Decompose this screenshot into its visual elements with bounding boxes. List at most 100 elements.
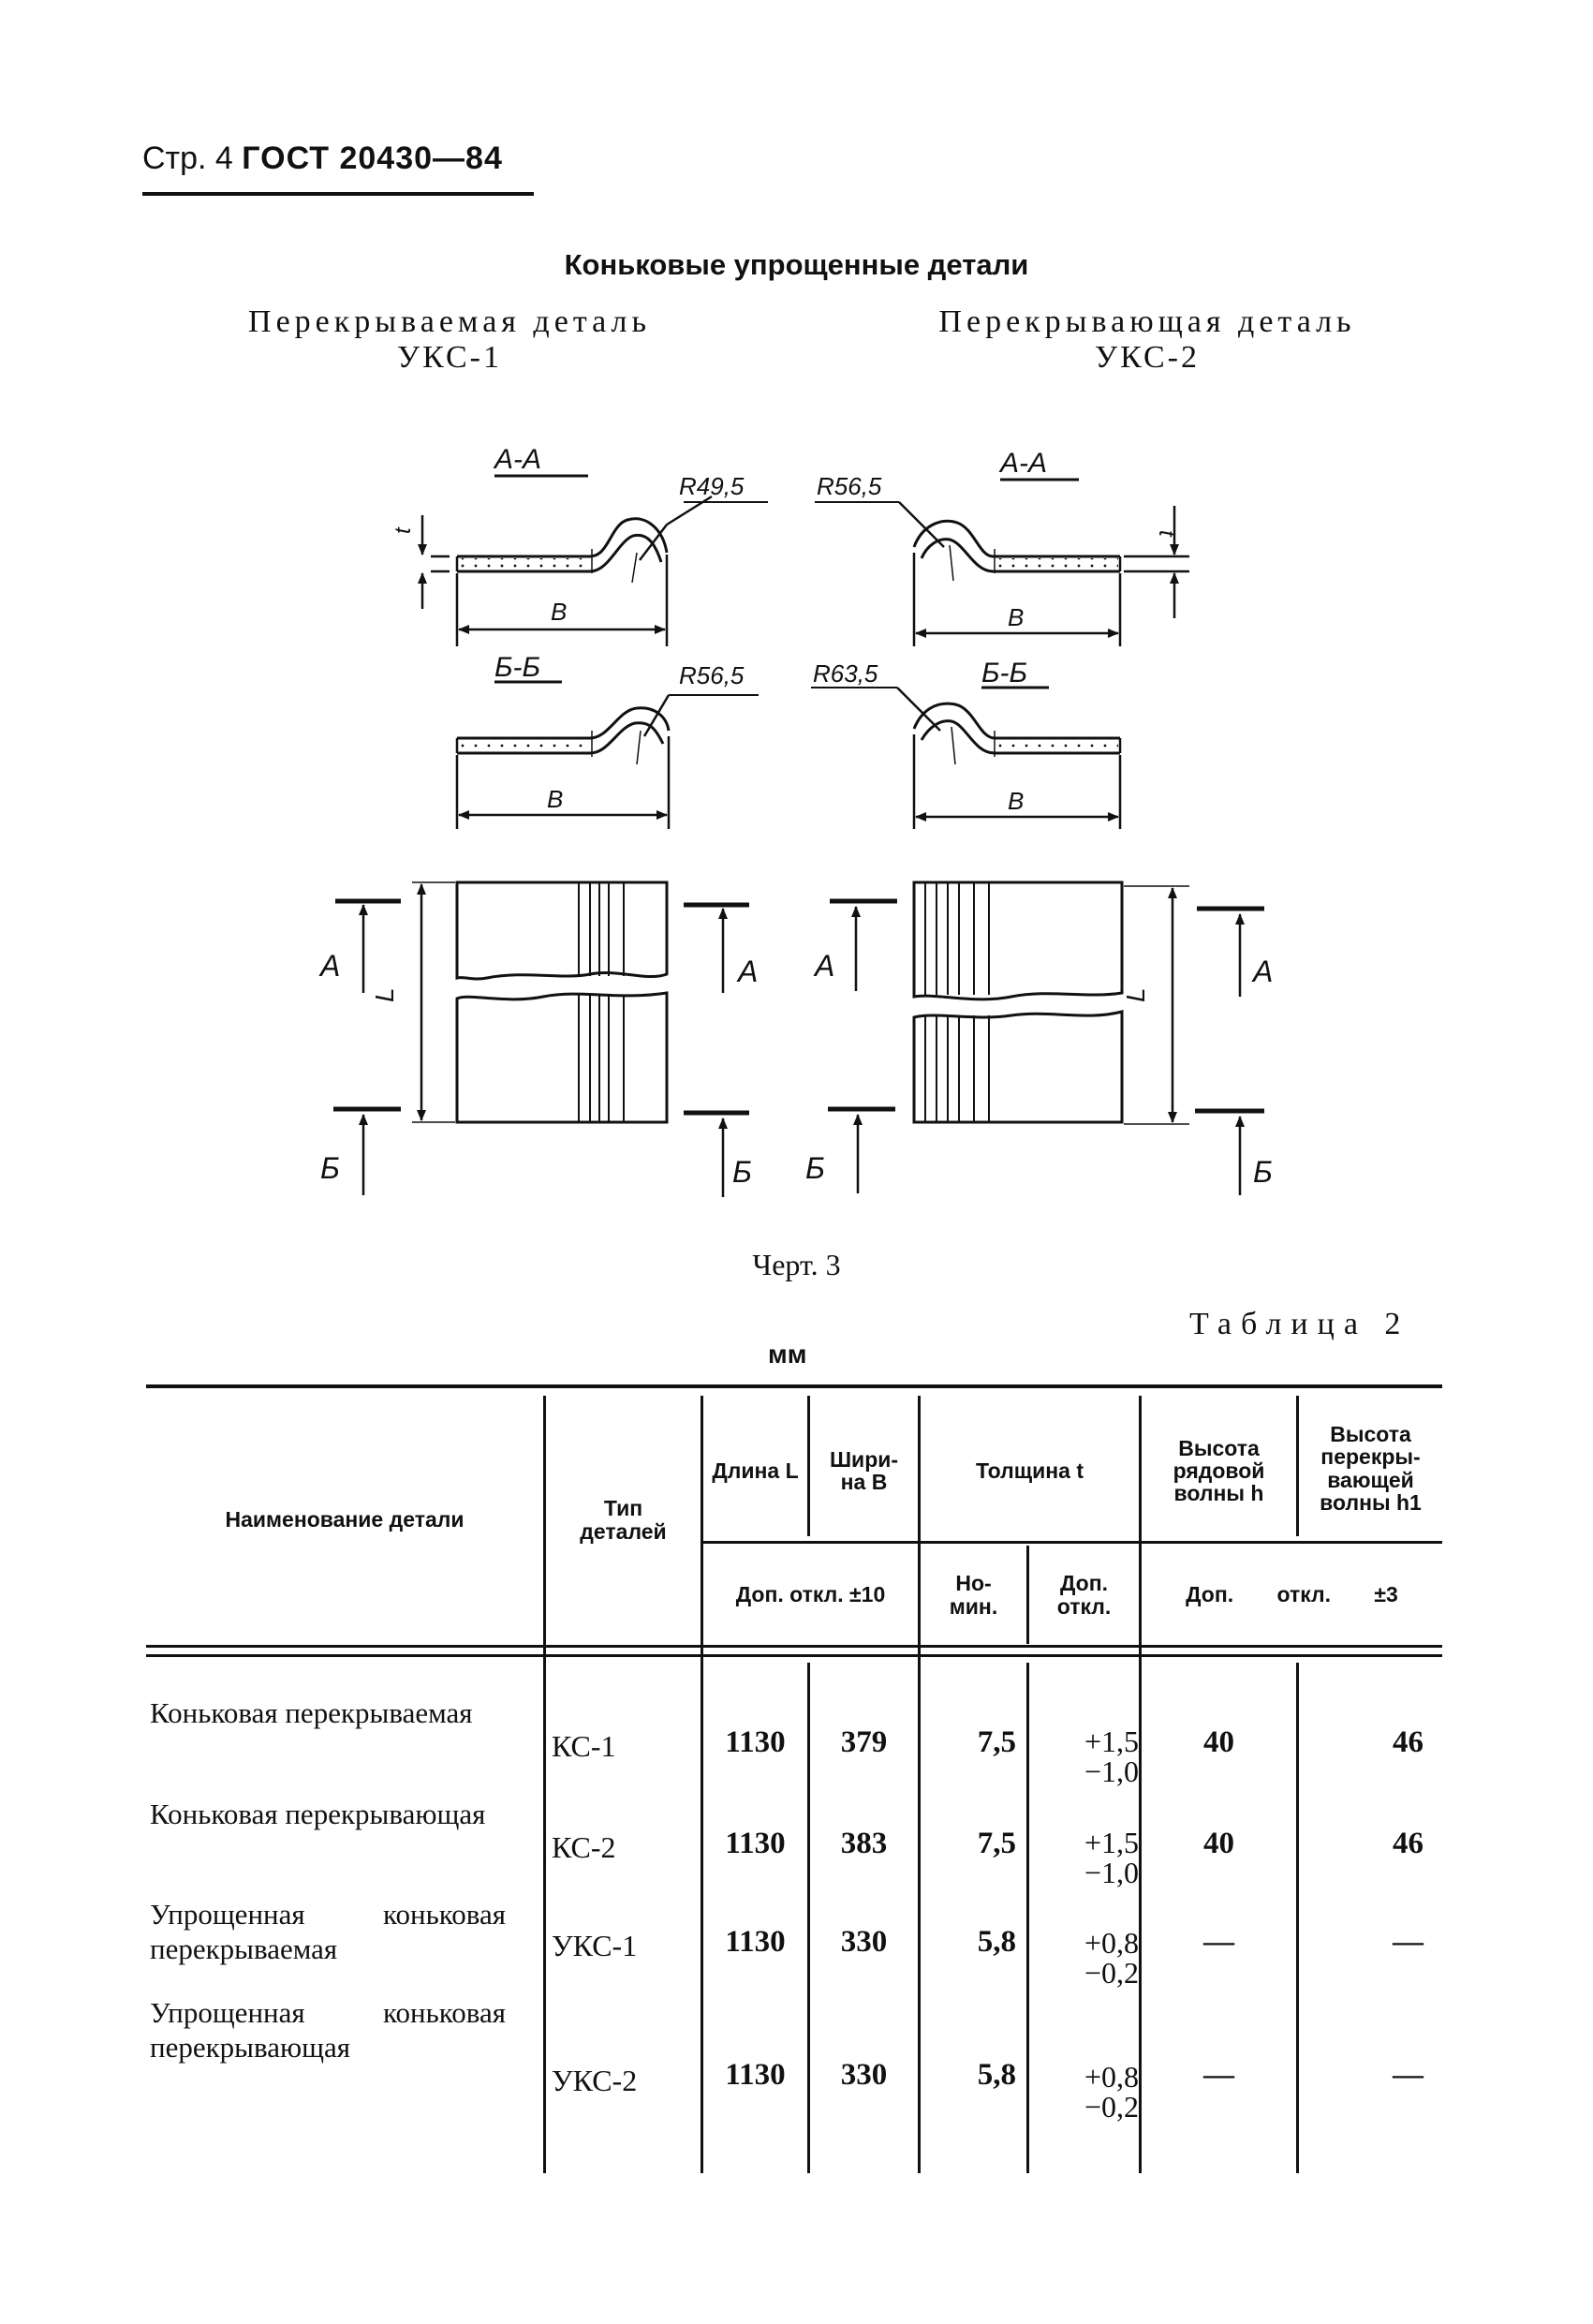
row-type: КС-1 [552,1729,616,1764]
right-dim-t-label: t [1154,530,1179,538]
left-dim-b2-label: В [547,785,563,813]
row-type: УКС-1 [552,1929,638,1963]
left-radius-bottom-label: R56,5 [679,661,745,689]
row-wave-h1: 46 [1393,1826,1423,1860]
page-header: Стр. 4 ГОСТ 20430—84 [142,141,503,177]
right-dim-b2-label: В [1008,787,1024,815]
row-tolerance: +0,8 −0,2 [1029,1925,1143,1991]
col-divider-5a [1026,1546,1029,1644]
row-width: 330 [840,1924,888,1959]
row-name: Упрощенная коньковая перекрываемая [150,1898,506,1966]
right-section-aa [815,478,1189,646]
row-wave-h: — [1203,1924,1234,1959]
left-section-aa-label: А-А [493,444,541,475]
row-wave-h: 40 [1203,1826,1234,1860]
header-wave-h: Высота рядовой волны h [1173,1435,1265,1506]
header-type: Тип деталей [580,1496,667,1544]
right-part-heading: Перекрывающая деталь УКС-2 [885,304,1409,376]
right-dim-b-label: В [1008,603,1024,631]
row-length: 1130 [725,1826,786,1860]
row-wave-h1: 46 [1393,1724,1423,1759]
left-dim-t-label: t [391,526,416,534]
page-number: Стр. 4 [142,141,233,176]
row-length: 1130 [725,1724,786,1759]
col-divider-6 [1139,1396,1142,2173]
left-section-bb-label: Б-Б [494,652,540,683]
row-wave-h1: — [1393,1924,1423,1959]
row-wave-h: — [1203,2057,1234,2092]
header-bottom-rule-1 [146,1645,1442,1648]
row-nominal: 5,8 [977,2057,1016,2092]
header-width: Шири-на В [829,1446,899,1494]
right-part-title: Перекрывающая деталь [938,304,1356,339]
row-tol-minus: −0,2 [1084,2090,1139,2124]
header-wave-h1: Высота перекры-вающей волны h1 [1320,1422,1422,1515]
row-tol-plus: +1,5 [1084,1724,1139,1758]
col-divider-4 [918,1396,921,2173]
col-divider-5b [1026,1663,1029,2173]
row-nominal: 5,8 [977,1924,1016,1959]
row-tol-minus: −1,0 [1084,1754,1139,1788]
row-tol-plus: +1,5 [1084,1826,1139,1859]
row-tol-plus: +0,8 [1084,2060,1139,2094]
left-part-heading: Перекрываемая деталь УКС-1 [197,304,702,376]
col-divider-7b [1296,1663,1299,2173]
row-tol-minus: −1,0 [1084,1856,1139,1889]
left-mark-a-2: А [736,955,758,988]
right-plan-view [828,881,1264,1195]
header-tol-t: Доп. откл. [1056,1571,1112,1619]
right-section-aa-label: А-А [998,448,1047,479]
col-divider-7a [1296,1396,1299,1536]
row-nominal: 7,5 [977,1826,1016,1860]
row-tolerance: +1,5 −1,0 [1029,1724,1143,1789]
header-nominal: Но-мин. [949,1571,998,1619]
row-length: 1130 [725,2057,786,2092]
right-mark-a-1: А [813,949,834,983]
left-dim-l-label: L [370,987,399,1002]
row-tol-minus: −0,2 [1084,1956,1139,1990]
left-section-bb [455,680,759,829]
row-tol-plus: +0,8 [1084,1926,1139,1960]
section-title: Коньковые упрощенные детали [564,248,1029,281]
left-plan-view [333,881,749,1197]
right-part-code: УКС-2 [1095,340,1200,375]
header-bottom-rule-2 [146,1654,1442,1657]
standard-number: ГОСТ 20430—84 [242,141,503,176]
header-tol-lw: Доп. откл. ±10 [735,1582,886,1607]
left-part-title: Перекрываемая деталь [248,304,651,339]
row-width: 383 [840,1826,888,1860]
right-dim-l-label: L [1121,987,1150,1002]
header-divider-right [701,1541,1442,1544]
row-length: 1130 [725,1924,786,1959]
right-section-bb [811,686,1122,829]
row-wave-h1: — [1393,2057,1423,2092]
row-tolerance: +1,5 −1,0 [1029,1825,1143,1890]
right-mark-b-2: Б [1253,1155,1273,1189]
right-radius-top-label: R56,5 [817,472,882,500]
left-dim-b-label: В [551,598,567,626]
row-width: 330 [840,2057,888,2092]
right-radius-bottom-label: R63,5 [813,659,878,688]
technical-drawing: А-А R49,5 t В Б-Б R56,5 В [318,444,1273,1197]
left-part-code: УКС-1 [397,340,502,375]
row-type: КС-2 [552,1830,616,1865]
row-tolerance: +0,8 −0,2 [1029,2059,1143,2124]
right-mark-a-2: А [1251,955,1273,988]
header-thickness: Толщина t [976,1458,1084,1483]
row-name: Коньковая перекрывающая [150,1798,486,1830]
header-tol-h: Доп. откл. ±3 [1186,1582,1398,1607]
left-mark-a-1: А [318,949,340,983]
row-width: 379 [840,1724,888,1759]
left-mark-b-2: Б [732,1155,752,1189]
row-type: УКС-2 [552,2064,638,2098]
row-name: Коньковая перекрываемая [150,1696,473,1729]
col-divider-3b [807,1663,810,2173]
table-top-rule [146,1384,1442,1388]
left-section-aa [418,474,768,646]
table-units: мм [768,1340,807,1369]
header-length: Длина L [712,1458,799,1483]
header-rule [142,192,534,196]
left-radius-top-label: R49,5 [679,472,745,500]
row-wave-h: 40 [1203,1724,1234,1759]
col-divider-3a [807,1396,810,1536]
